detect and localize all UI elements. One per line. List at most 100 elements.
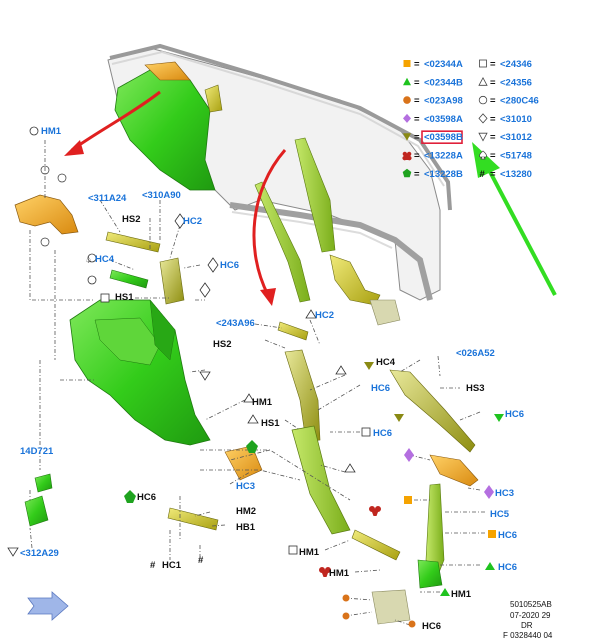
legend-equals: =	[414, 77, 420, 88]
legend-equals: =	[414, 169, 420, 180]
legend-symbol-icon	[403, 96, 411, 104]
legend-item: =<31012	[478, 132, 532, 143]
callout-311a24: <311A24	[88, 193, 127, 204]
legend-equals: =	[490, 151, 496, 162]
legend: =<02344A=<24346=<02344B=<24356=<023A98=<…	[402, 59, 539, 180]
legend-item: = <02344A	[403, 59, 463, 70]
pillar-right-lower	[425, 483, 445, 581]
leader-lines	[29, 140, 485, 626]
quarter-trim-panel	[69, 299, 211, 446]
highlight-box	[421, 130, 463, 144]
legend-code: <13228B	[424, 169, 463, 180]
callout-hm2: HM2	[236, 506, 256, 517]
legend-equals: =	[490, 59, 496, 70]
legend-code: <31010	[500, 114, 532, 125]
legend-equals: =	[490, 132, 496, 143]
legend-code: <02344B	[424, 77, 463, 88]
legend-code: <280C46	[500, 96, 539, 107]
svg-text:#: #	[198, 555, 204, 566]
callout-hc6-g: HC6	[498, 562, 517, 573]
svg-text:♤: ♤	[85, 256, 92, 265]
callout-hc3-b: HC3	[495, 488, 514, 499]
legend-equals: =	[414, 96, 420, 107]
legend-equals: =	[490, 96, 496, 107]
callout-310a90: <310A90	[142, 190, 181, 201]
legend-equals: =	[414, 151, 420, 162]
callout-labels: HM1 <311A24 <310A90 HS2 HC2 HC4 HC6 HS1 …	[20, 126, 524, 632]
part-14d721	[34, 473, 53, 493]
callout-hc1: HC1	[162, 560, 182, 571]
callout-hs2-a: HS2	[122, 214, 140, 225]
legend-item: = <13228B	[402, 168, 463, 180]
callout-026a52: <026A52	[456, 348, 495, 359]
bracket-hc2	[159, 257, 185, 305]
callout-312a29: <312A29	[20, 548, 59, 559]
green-pointer-arrow	[472, 142, 557, 296]
legend-item: #=<13280	[480, 169, 532, 180]
footer-line2: 07-2020 29	[510, 611, 551, 620]
legend-symbol-icon	[478, 76, 488, 86]
legend-code: <02344A	[424, 59, 463, 70]
callout-hm1-low2: HM1	[329, 568, 350, 579]
footer-line3: DR	[521, 621, 533, 630]
pillar-upper-centre	[284, 349, 321, 443]
callout-hc6-f: HC6	[498, 530, 517, 541]
callout-hm1-low: HM1	[299, 547, 320, 558]
callout-symbols: # # ♤	[7, 126, 504, 628]
callout-hc6-e: HC6	[137, 492, 156, 503]
pillar-centre-b	[291, 425, 351, 535]
legend-item: = <13228A	[402, 151, 463, 162]
yellow-bracket-hm2	[167, 507, 219, 531]
footer-line4: F 0328440 04	[503, 631, 553, 640]
legend-item: = <023A98	[403, 96, 463, 107]
legend-symbol-icon	[403, 113, 411, 123]
callout-hm1-top: HM1	[41, 126, 62, 137]
legend-symbol-icon	[403, 77, 411, 86]
front-direction-arrow-icon	[27, 591, 69, 621]
legend-item: = <280C46	[478, 96, 539, 107]
callout-hc6-a: HC6	[220, 260, 239, 271]
callout-hb1: HB1	[236, 522, 256, 533]
legend-equals: =	[414, 59, 420, 70]
callout-hs1-b: HS1	[261, 418, 280, 429]
legend-equals: =	[490, 114, 496, 125]
legend-code: <13228A	[424, 151, 463, 162]
upper-left-bracket	[14, 165, 79, 247]
legend-item: = <24346	[479, 59, 532, 70]
callout-hc6-d: HC6	[373, 428, 392, 439]
legend-item: =<03598B	[403, 130, 463, 144]
part-right-bottom	[417, 559, 443, 589]
legend-symbol-icon	[403, 133, 411, 141]
red-arrow-right	[252, 149, 287, 306]
legend-code: <24346	[500, 59, 532, 70]
drawing-reference: 5010525AB 07-2020 29 DR F 0328440 04	[503, 600, 553, 640]
svg-text:#: #	[150, 560, 156, 571]
legend-code: <51748	[500, 151, 532, 162]
callout-hs2-b: HS2	[213, 339, 231, 350]
strip-lower-centre	[351, 529, 401, 561]
legend-item: = <31010	[478, 113, 532, 125]
pillar-right-hc3	[429, 454, 479, 487]
yellow-strip-311a24	[105, 231, 161, 253]
callout-hc2-b: HC2	[315, 310, 334, 321]
callout-hs1-a: HS1	[115, 292, 134, 303]
legend-symbol-icon	[402, 151, 412, 161]
legend-symbol-icon	[479, 59, 487, 68]
callout-hc4-b: HC4	[376, 357, 396, 368]
green-strip-upper	[109, 269, 149, 289]
part-bottom-hc6	[371, 589, 411, 625]
orange-strip-hc3	[224, 445, 263, 481]
legend-item: =<24356	[478, 76, 532, 88]
strip-243a96	[277, 321, 309, 341]
callout-hc6-b: HC6	[371, 383, 390, 394]
legend-symbol-icon: #	[480, 169, 486, 180]
legend-item: = <02344B	[403, 77, 463, 88]
legend-symbol-icon	[402, 168, 412, 178]
legend-item: = <51748	[479, 150, 532, 162]
legend-code: <023A98	[424, 96, 463, 107]
legend-equals: =	[490, 169, 496, 180]
callout-hm1-bot: HM1	[451, 589, 472, 600]
part-312a29	[24, 495, 49, 527]
callout-hc2-a: HC2	[183, 216, 202, 227]
